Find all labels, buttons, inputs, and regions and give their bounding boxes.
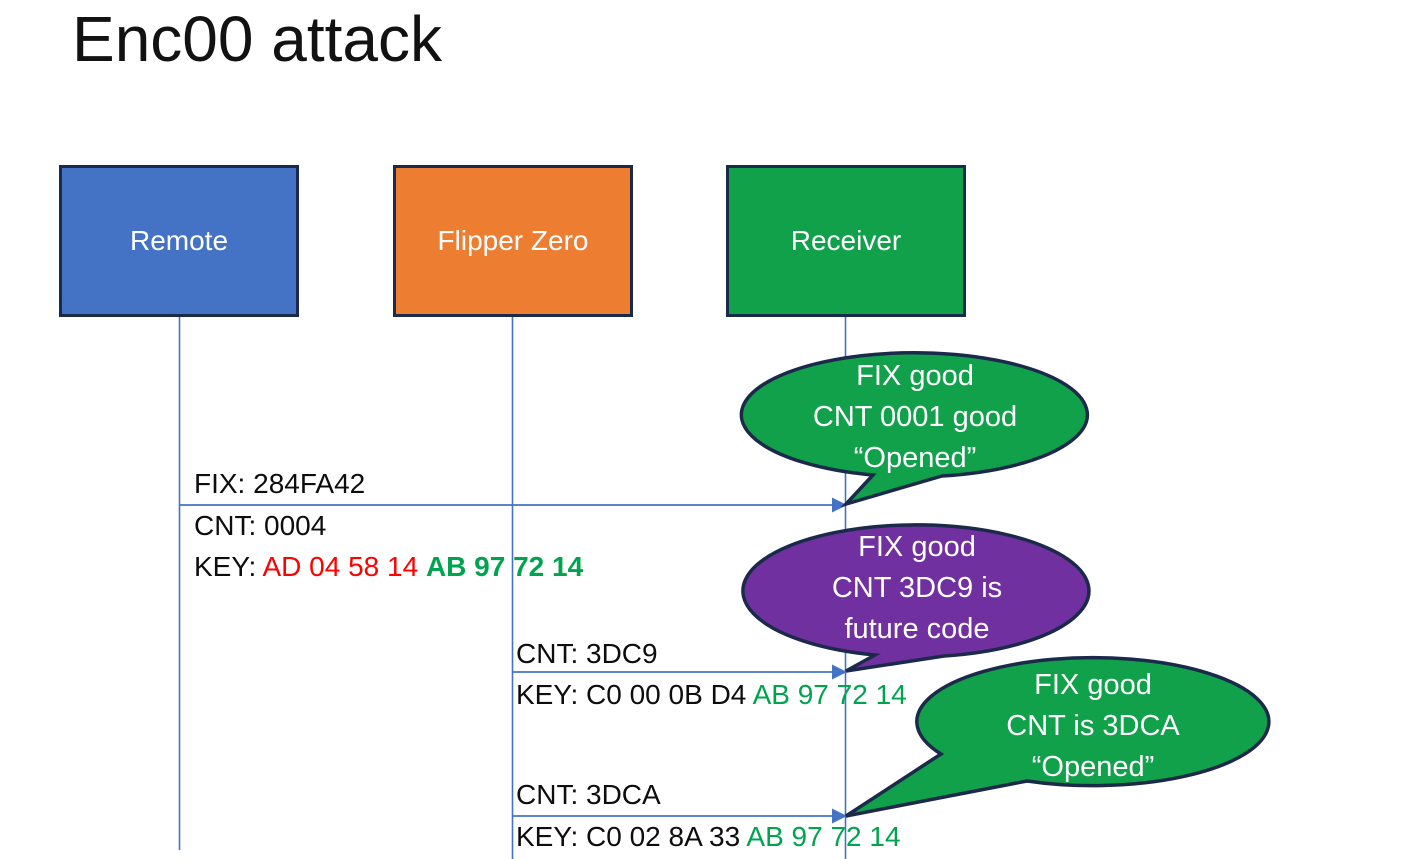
callout-3-line-2: CNT is 3DCA: [1006, 710, 1180, 742]
slide-title: Enc00 attack: [72, 3, 442, 75]
callout-2-text: FIX good CNT 3DC9 is future code: [747, 527, 1087, 650]
message-2-cnt-text: CNT: 3DC9: [516, 638, 658, 669]
callout-3-line-1: FIX good: [1034, 669, 1152, 701]
callout-2-line-2: CNT 3DC9 is: [831, 572, 1003, 604]
actor-label-receiver: Receiver: [790, 225, 902, 256]
callout-3-text: FIX good CNT is 3DCA “Opened”: [923, 665, 1263, 788]
message-3-cnt-text: CNT: 3DCA: [516, 779, 661, 810]
actor-box-flipper-zero: Flipper Zero: [393, 165, 633, 317]
callout-1-line-1: FIX good: [856, 360, 974, 392]
callout-bubble-1: [739, 351, 1090, 508]
callout-2-line-3: future code: [844, 613, 990, 645]
message-1-cnt: CNT: 0004: [194, 510, 326, 542]
callout-1-text: FIX good CNT 0001 good “Opened”: [745, 356, 1085, 479]
message-1-key-prefix: KEY:: [194, 551, 263, 582]
message-3-key: KEY: C0 02 8A 33 AB 97 72 14: [516, 821, 901, 853]
message-3-key-green-bytes: AB 97 72 14: [746, 821, 901, 852]
message-2-cnt: CNT: 3DC9: [516, 638, 658, 670]
message-1-fix-text: FIX: 284FA42: [194, 468, 366, 499]
callout-1-line-2: CNT 0001 good: [812, 401, 1018, 433]
message-2-key: KEY: C0 00 0B D4 AB 97 72 14: [516, 679, 907, 711]
callout-1-line-3: “Opened”: [853, 442, 977, 474]
message-1-key: KEY: AD 04 58 14 AB 97 72 14: [194, 551, 583, 583]
message-3-cnt: CNT: 3DCA: [516, 779, 661, 811]
message-arrow-1-head: [832, 497, 847, 513]
message-1-cnt-text: CNT: 0004: [194, 510, 327, 541]
actor-box-receiver: Receiver: [726, 165, 966, 317]
message-3-key-prefix: KEY: C0 02 8A 33: [516, 821, 747, 852]
message-1-key-red-bytes: AD 04 58 14: [262, 551, 426, 582]
callout-2-line-1: FIX good: [858, 531, 976, 563]
actor-box-remote: Remote: [59, 165, 299, 317]
callout-3-line-3: “Opened”: [1031, 751, 1155, 783]
message-2-key-green-bytes: AB 97 72 14: [752, 679, 907, 710]
actor-label-remote: Remote: [129, 225, 229, 256]
callout-bubble-3: [845, 655, 1271, 818]
message-arrow-2-head: [832, 664, 847, 680]
actor-label-flipper-zero: Flipper Zero: [437, 225, 589, 256]
message-1-fix: FIX: 284FA42: [194, 468, 365, 500]
message-2-key-prefix: KEY: C0 00 0B D4: [516, 679, 753, 710]
message-1-key-green-bytes: AB 97 72 14: [425, 551, 584, 582]
message-arrow-3-head: [832, 808, 847, 824]
callout-bubble-2: [741, 523, 1091, 673]
